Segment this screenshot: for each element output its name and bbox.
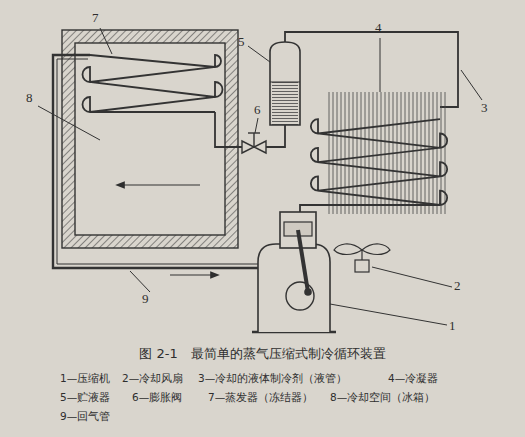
key-entry: 4—冷凝器 (388, 372, 438, 385)
figure-caption: 图 2-1 最简单的蒸气压缩式制冷循环装置 (139, 346, 385, 362)
cooling-fan (334, 244, 390, 272)
key-entry: 5—贮液器 (60, 391, 110, 404)
key-entry: 8—冷却空间（冰箱） (330, 391, 435, 404)
callout-number: 3 (481, 100, 488, 116)
leader-line (38, 28, 482, 325)
compressor (252, 212, 336, 332)
callout-number: 6 (254, 102, 261, 118)
condenser-coil (311, 119, 447, 205)
callout-number: 7 (92, 10, 99, 26)
callout-number: 9 (142, 291, 149, 307)
key-entry: 9—回气管 (60, 410, 110, 423)
receiver (266, 42, 300, 147)
flow-arrow (120, 184, 200, 185)
liquid-pipe (215, 112, 242, 147)
key-entry: 2—冷却风扇 (122, 372, 183, 385)
condenser-coil (311, 119, 447, 205)
callout-number: 2 (454, 278, 461, 294)
callout-number: 5 (238, 34, 245, 50)
callout-number: 1 (449, 318, 456, 334)
evaporator-coil (83, 55, 223, 112)
flow-arrow (170, 274, 215, 275)
key-entry: 1—压缩机 (60, 372, 110, 385)
evaporator-coil (83, 55, 223, 112)
return-pipe-inner (57, 59, 258, 264)
callout-number: 4 (375, 20, 382, 36)
key-entry: 6—膨胀阀 (132, 391, 182, 404)
expansion-valve (242, 133, 266, 153)
condenser-fins (326, 92, 446, 214)
key-entry: 3—冷却的液体制冷剂（液管） (198, 372, 347, 385)
box-wall (62, 30, 238, 248)
return-pipe (53, 55, 258, 268)
key-entry: 7—蒸发器（冻结器） (208, 391, 313, 404)
callout-number: 8 (26, 90, 33, 106)
